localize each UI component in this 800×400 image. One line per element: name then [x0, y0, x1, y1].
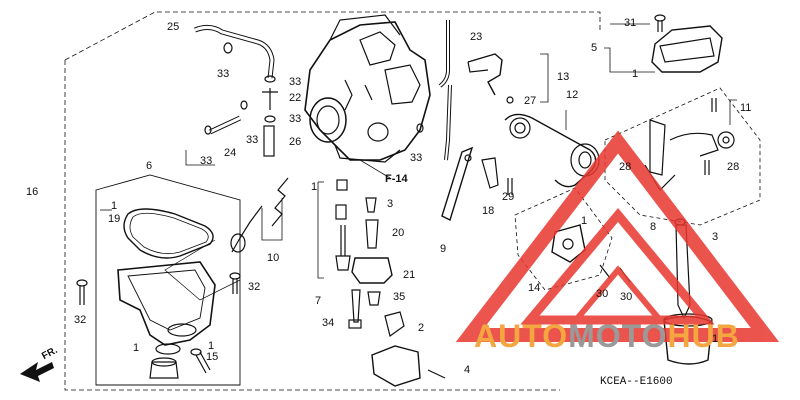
label-9: 9: [440, 243, 447, 255]
label-11: 11: [740, 102, 752, 114]
label-14: 14: [528, 282, 541, 294]
label-33-a: 33: [217, 68, 230, 80]
label-33-f: 33: [410, 152, 423, 164]
label-30-b: 30: [620, 291, 633, 303]
watermark-brand-part-b: MOTO: [568, 318, 668, 354]
label-12: 12: [566, 89, 579, 101]
label-1-d: 1: [133, 342, 140, 354]
label-33-c: 33: [289, 113, 302, 125]
label-13: 13: [557, 71, 570, 83]
label-7: 7: [315, 295, 322, 307]
label-15: 15: [206, 351, 219, 363]
label-3-a: 3: [387, 198, 394, 210]
label-22: 22: [289, 92, 302, 104]
label-33-d: 33: [200, 155, 213, 167]
label-1-c: 1: [581, 215, 588, 227]
label-1-e: 1: [208, 340, 215, 352]
label-26: 26: [289, 136, 302, 148]
label-21: 21: [403, 269, 416, 281]
label-4: 4: [464, 364, 471, 376]
label-24: 24: [224, 147, 237, 159]
drawing-code: KCEA--E1600: [600, 376, 673, 388]
label-35: 35: [393, 291, 406, 303]
watermark-brand-part-a: AUTO: [474, 318, 569, 354]
label-28-a: 28: [619, 161, 632, 173]
label-20: 20: [392, 227, 405, 239]
label-27: 27: [524, 95, 537, 107]
label-19: 19: [108, 213, 121, 225]
label-31: 31: [624, 17, 637, 29]
label-6: 6: [146, 160, 153, 172]
label-29: 29: [502, 191, 515, 203]
label-17: 17: [712, 333, 725, 345]
label-32-b: 32: [74, 314, 87, 326]
label-2: 2: [418, 322, 425, 334]
label-1-b: 1: [311, 181, 318, 193]
watermark-brand-part-c: HUB: [667, 318, 740, 354]
label-23: 23: [470, 31, 483, 43]
label-1-a: 1: [111, 200, 118, 212]
label-5: 5: [591, 42, 598, 54]
label-10: 10: [267, 252, 280, 264]
label-f14: F-14: [385, 173, 408, 185]
watermark-brand: AUTOMOTOHUB: [474, 318, 740, 355]
label-1-top-right: 1: [632, 68, 639, 80]
label-8: 8: [650, 221, 657, 233]
label-28-b: 28: [727, 161, 740, 173]
label-33-b: 33: [289, 76, 302, 88]
label-33-e: 33: [246, 134, 259, 146]
front-direction-arrow-icon: [20, 362, 54, 382]
label-16: 16: [26, 186, 39, 198]
label-3-b: 3: [712, 231, 719, 243]
watermark-triangle-icon: [455, 130, 780, 342]
label-32-a: 32: [248, 281, 261, 293]
label-25: 25: [167, 21, 180, 33]
label-34: 34: [322, 317, 335, 329]
label-30-a: 30: [596, 288, 609, 300]
label-18: 18: [482, 205, 495, 217]
